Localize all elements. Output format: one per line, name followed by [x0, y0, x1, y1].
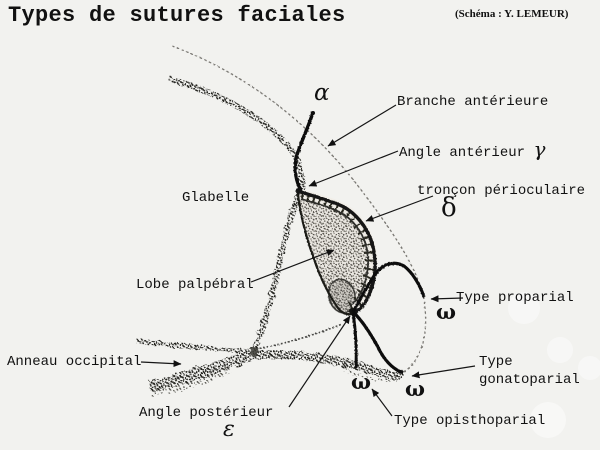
label-type-proparial: Type proparial [456, 290, 574, 306]
arrow-type-gonatoparial [411, 365, 476, 379]
arrow-branche-anterieure [327, 104, 397, 147]
delta-symbol: δ [441, 193, 457, 223]
skull-outline-arc [169, 76, 306, 191]
gonatoparial-curve [351, 310, 404, 375]
paper-blemishes [508, 292, 600, 438]
occipital-band [136, 323, 406, 396]
label-troncon-perioculaire: tronçon périoculaire [417, 183, 586, 199]
omega-gonatoparial-symbol: ω [405, 376, 425, 401]
arrow-anneau-occipital [140, 360, 182, 368]
arrow-type-opisthoparial [371, 388, 393, 417]
omega-proparial-symbol: ω [436, 299, 456, 324]
label-angle-anterieur: Angle antérieur γ [399, 137, 546, 161]
gamma-symbol: γ [533, 137, 546, 161]
label-angle-posterieur: Angle postérieur [139, 405, 274, 421]
epsilon-symbol: ε [223, 417, 235, 442]
skull-outline-arc-lower [251, 188, 305, 352]
face-profile-dashed-outline [171, 45, 427, 378]
label-type-opisthoparial: Type opisthoparial [394, 413, 546, 429]
alpha-symbol: α [314, 80, 330, 106]
opisthoparial-curve [351, 311, 358, 369]
arrow-troncon [365, 195, 434, 222]
annotation-arrows [140, 104, 476, 417]
label-glabelle: Glabelle [182, 190, 250, 206]
label-branche-anterieure: Branche antérieure [397, 94, 549, 110]
arrow-angle-anterieur [308, 150, 399, 187]
page-title: Types de sutures faciales [8, 3, 346, 28]
arrow-lobe-palpebral [250, 249, 335, 283]
arrow-type-proparial [430, 295, 464, 303]
label-anneau-occipital: Anneau occipital [7, 354, 142, 370]
omega-opisthoparial-symbol: ω [351, 369, 371, 394]
proparial-curve [351, 261, 426, 313]
label-lobe-palpebral: Lobe palpébral [136, 277, 254, 293]
credit-note: (Schéma : Y. LEMEUR) [455, 8, 569, 20]
branche-anterieure-line [293, 111, 315, 191]
suture-type-curves [351, 261, 426, 375]
arrow-angle-posterieur [288, 315, 351, 408]
